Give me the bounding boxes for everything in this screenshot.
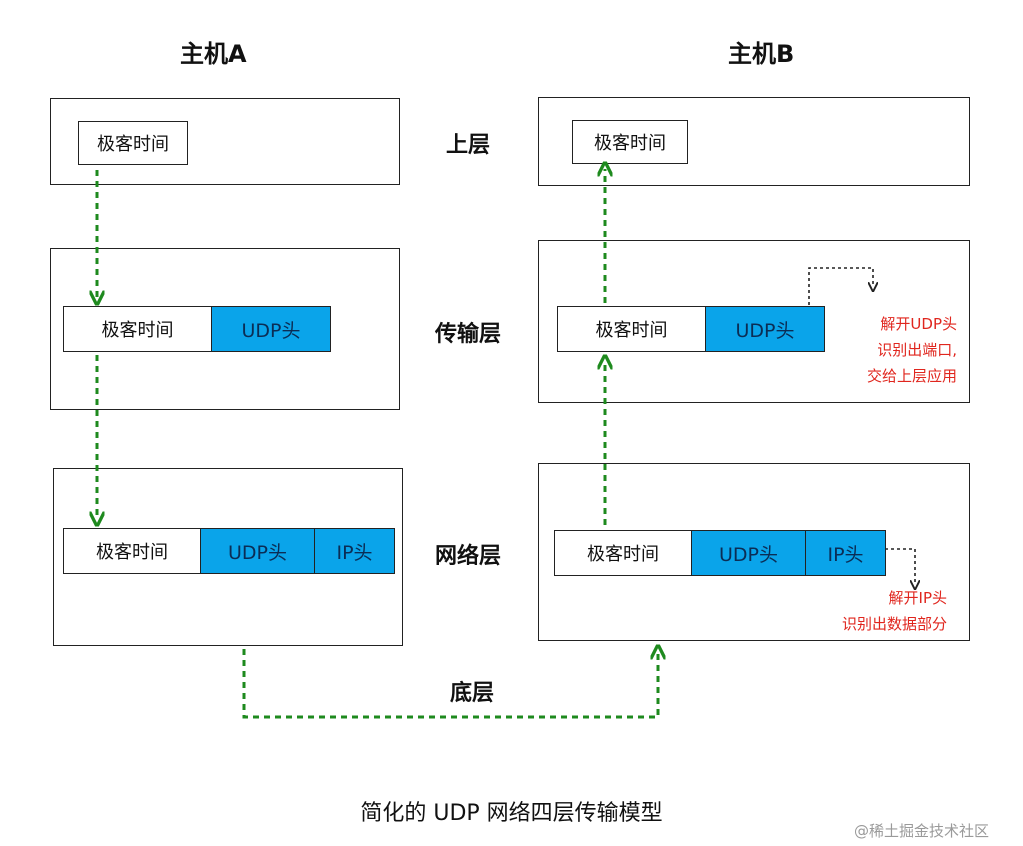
host-a-upper-layer: 极客时间 [50, 98, 400, 185]
ip-unpack-pointer [885, 548, 915, 585]
host-b-network-layer: 极客时间 UDP头 IP头 解开IP头 识别出数据部分 [538, 463, 970, 641]
host-b-transport-packet: 极客时间 UDP头 [557, 306, 825, 352]
packet-data-segment: 极客时间 [595, 320, 668, 341]
note-line: 识别出数据部分 [841, 615, 947, 633]
udp-header-segment: UDP头 [691, 531, 805, 575]
host-a-transport-layer: 极客时间 UDP头 [50, 248, 400, 410]
host-a-network-layer: 极客时间 UDP头 IP头 [53, 468, 403, 646]
udp-unpack-note: 解开UDP头 识别出端口, 交给上层应用 [817, 311, 957, 389]
udp-unpack-pointer [808, 267, 873, 305]
packet-data-segment: 极客时间 [101, 320, 174, 341]
note-line: 识别出端口, [877, 341, 957, 359]
host-a-title: 主机A [180, 40, 247, 68]
layer-label-network: 网络层 [434, 544, 501, 569]
note-line: 解开IP头 [888, 589, 947, 607]
watermark: @稀土掘金技术社区 [854, 822, 990, 840]
udp-header-segment: UDP头 [200, 529, 314, 573]
host-a-network-packet: 极客时间 UDP头 IP头 [63, 528, 395, 574]
host-b-network-packet: 极客时间 UDP头 IP头 [554, 530, 886, 576]
note-line: 解开UDP头 [880, 315, 957, 333]
udp-header-segment: UDP头 [705, 307, 824, 351]
packet-data-segment: 极客时间 [96, 542, 168, 563]
ip-unpack-note: 解开IP头 识别出数据部分 [797, 585, 947, 637]
host-a-transport-packet: 极客时间 UDP头 [63, 306, 331, 352]
host-b-title: 主机B [728, 40, 795, 68]
note-line: 交给上层应用 [866, 367, 957, 385]
packet-data-segment: 极客时间 [587, 544, 659, 565]
ip-header-segment: IP头 [314, 529, 394, 573]
layer-label-upper: 上层 [445, 133, 490, 158]
physical-link-arrow [242, 649, 658, 719]
diagram-caption: 简化的 UDP 网络四层传输模型 [360, 801, 663, 826]
ip-header-segment: IP头 [805, 531, 885, 575]
host-b-upper-data: 极客时间 [572, 120, 688, 164]
host-b-transport-layer: 极客时间 UDP头 解开UDP头 识别出端口, 交给上层应用 [538, 240, 970, 403]
layer-label-transport: 传输层 [434, 322, 501, 347]
host-a-upper-data: 极客时间 [78, 121, 188, 165]
udp-header-segment: UDP头 [211, 307, 330, 351]
layer-label-bottom: 底层 [449, 681, 494, 706]
